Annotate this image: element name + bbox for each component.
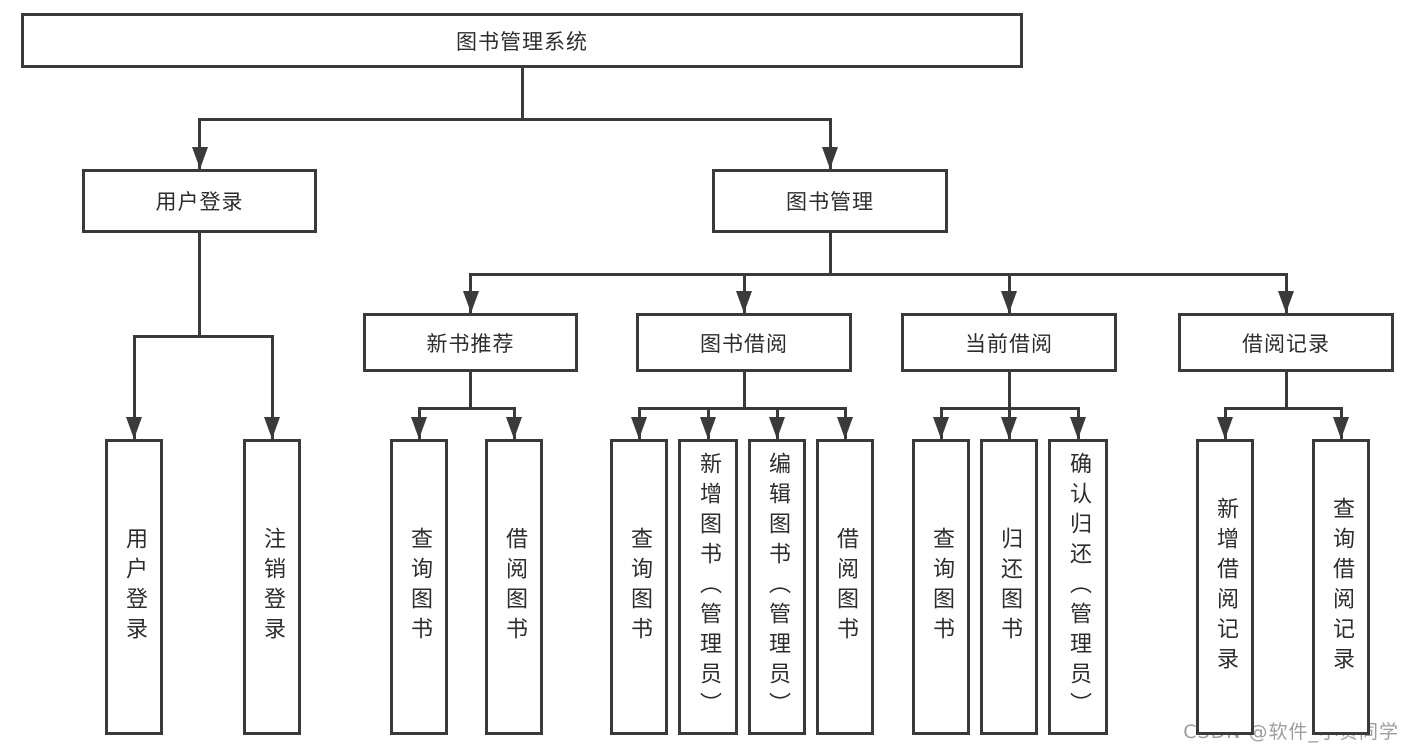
edge-borrow-records-bar <box>1223 407 1343 410</box>
arrowhead-to-leaf-query-book-2 <box>631 417 647 439</box>
arrowhead-to-leaf-add-borrow-record <box>1217 417 1233 439</box>
arrowhead-to-book-mgmt <box>822 147 838 169</box>
edge-user-login-to-leaf-logout <box>270 335 274 439</box>
node-book-borrow: 图书借阅 <box>636 313 852 372</box>
edge-root-to-user-login <box>198 118 201 169</box>
arrowhead-to-leaf-add-book <box>700 417 716 439</box>
arrowhead-to-leaf-query-book-1 <box>411 417 427 439</box>
node-leaf-borrow-book-1: 借阅图书 <box>485 439 543 735</box>
edge-new-book-rec-drop <box>469 372 472 407</box>
node-book-mgmt: 图书管理 <box>712 169 948 233</box>
arrowhead-to-book-borrow <box>736 291 752 313</box>
node-new-book-rec: 新书推荐 <box>363 313 578 372</box>
arrowhead-to-leaf-borrow-book-1 <box>506 417 522 439</box>
edge-borrow-records-drop <box>1284 372 1288 407</box>
node-leaf-query-book-2: 查询图书 <box>610 439 668 735</box>
arrowhead-to-new-book-rec <box>462 291 479 313</box>
arrowhead-to-leaf-logout <box>264 417 280 439</box>
node-leaf-confirm-return: 确认归还（管理员） <box>1048 439 1108 735</box>
edge-book-borrow-bar <box>637 407 847 410</box>
arrowhead-to-leaf-query-book-3 <box>933 417 949 439</box>
edge-root-bar <box>198 118 832 121</box>
node-leaf-add-book: 新增图书（管理员） <box>678 439 738 735</box>
arrowhead-to-leaf-borrow-book-2 <box>837 417 853 439</box>
edge-user-login-drop <box>198 233 201 335</box>
edge-user-login-to-leaf-user-login <box>132 335 136 439</box>
node-leaf-edit-book: 编辑图书（管理员） <box>748 439 806 735</box>
arrowhead-to-current-borrow <box>1001 291 1017 313</box>
node-current-borrow: 当前借阅 <box>901 313 1117 372</box>
arrowhead-to-borrow-records <box>1278 291 1294 313</box>
node-root: 图书管理系统 <box>21 13 1023 68</box>
node-leaf-return-book: 归还图书 <box>980 439 1038 735</box>
node-user-login: 用户登录 <box>82 169 317 233</box>
node-leaf-user-login: 用户登录 <box>105 439 163 735</box>
node-leaf-query-book-3: 查询图书 <box>912 439 970 735</box>
edge-user-login-bar <box>132 335 274 338</box>
edge-book-mgmt-drop <box>828 233 832 273</box>
node-leaf-logout: 注销登录 <box>243 439 301 735</box>
node-leaf-borrow-book-2: 借阅图书 <box>816 439 874 735</box>
node-leaf-add-borrow-record: 新增借阅记录 <box>1196 439 1254 735</box>
node-leaf-query-borrow-record: 查询借阅记录 <box>1312 439 1370 735</box>
edge-book-mgmt-bar <box>469 273 1288 276</box>
arrowhead-to-leaf-return-book <box>1001 417 1017 439</box>
arrowhead-to-leaf-user-login <box>126 417 142 439</box>
arrowhead-to-user-login <box>191 147 208 169</box>
node-borrow-records: 借阅记录 <box>1178 313 1394 372</box>
node-leaf-query-book-1: 查询图书 <box>390 439 448 735</box>
arrowhead-to-leaf-confirm-return <box>1070 417 1086 439</box>
edge-root-to-book-mgmt <box>828 118 832 169</box>
arrowhead-to-leaf-query-borrow-record <box>1333 417 1349 439</box>
edge-book-borrow-drop <box>742 372 746 407</box>
arrowhead-to-leaf-edit-book <box>769 417 785 439</box>
edge-new-book-rec-bar <box>417 407 516 410</box>
edge-root-drop <box>520 68 524 118</box>
edge-current-borrow-drop <box>1007 372 1011 407</box>
